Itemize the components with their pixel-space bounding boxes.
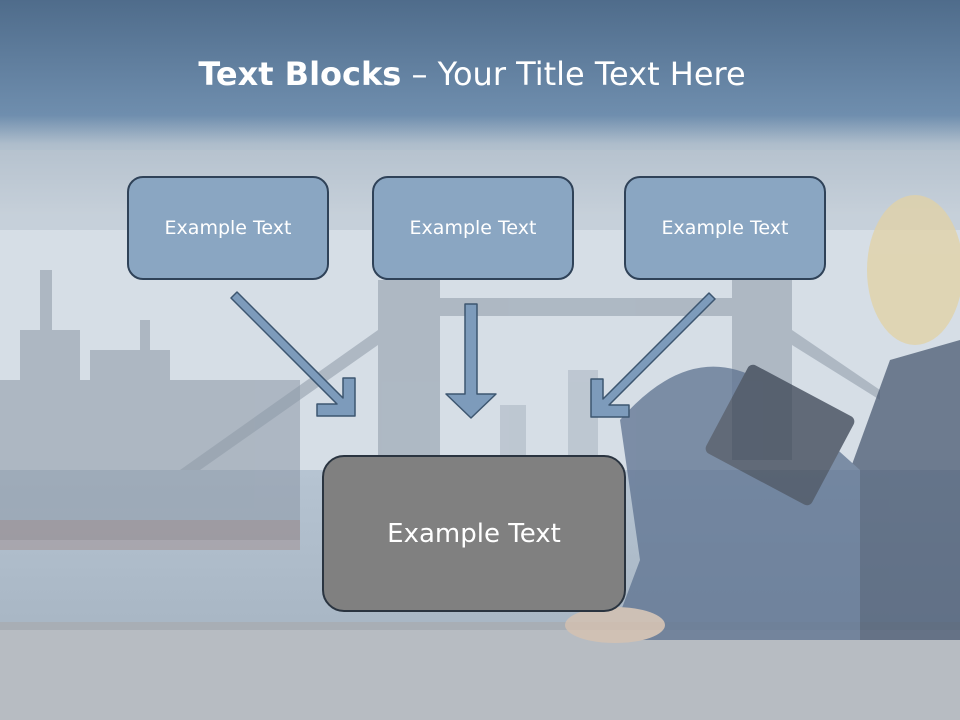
title-rest: – Your Title Text Here (401, 55, 746, 93)
text-block-right[interactable]: Example Text (624, 176, 826, 280)
arrow-right-icon (590, 292, 716, 418)
slide-title: Text Blocks – Your Title Text Here (0, 52, 944, 96)
text-block-left-label: Example Text (164, 217, 292, 239)
text-block-center-label: Example Text (409, 217, 537, 239)
title-bold: Text Blocks (198, 55, 402, 93)
text-block-center[interactable]: Example Text (372, 176, 574, 280)
arrow-left-icon (230, 291, 356, 417)
text-block-right-label: Example Text (661, 217, 789, 239)
text-block-left[interactable]: Example Text (127, 176, 329, 280)
arrow-down-icon (445, 303, 497, 419)
text-block-bottom[interactable]: Example Text (322, 455, 626, 612)
text-block-bottom-label: Example Text (387, 518, 561, 549)
